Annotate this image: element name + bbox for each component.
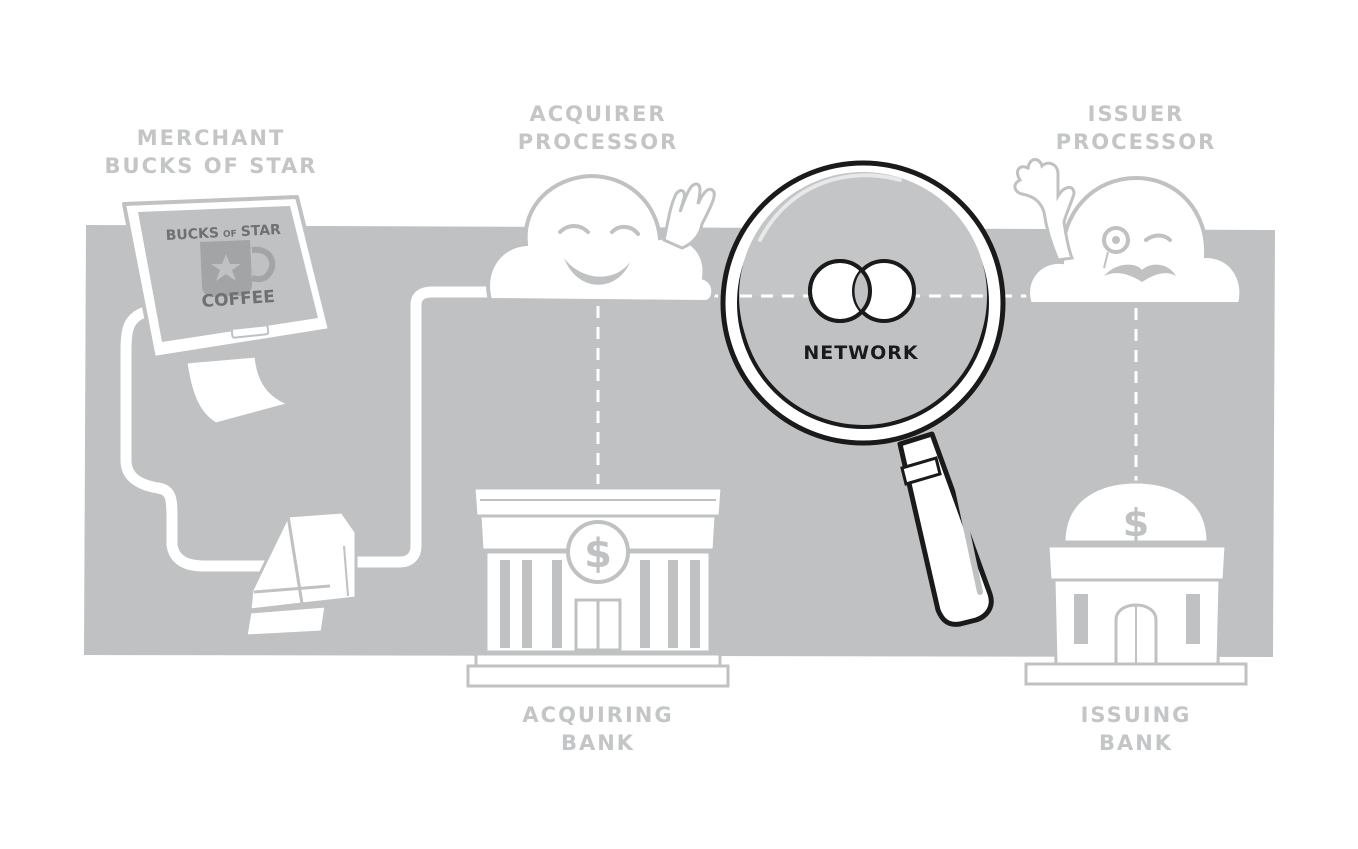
reader-cable <box>350 286 498 568</box>
issuer-label-line1: ISSUER <box>1088 102 1185 126</box>
network-logo-icon <box>808 259 916 323</box>
issuer-cloud-icon <box>1013 158 1244 306</box>
acquirer-cloud-icon <box>486 173 716 305</box>
card-reader-icon <box>244 510 358 638</box>
acquiring-bank-icon: $ <box>466 486 730 688</box>
acquiring-bank-label-line1: ACQUIRING <box>522 703 673 727</box>
merchant-label-line1: MERCHANT <box>137 126 286 150</box>
screen-brand-right: STAR <box>240 222 281 240</box>
acquiring-bank-label-line2: BANK <box>561 731 635 755</box>
acquirer-label-line2: PROCESSOR <box>518 130 679 154</box>
issuing-bank-label-line2: BANK <box>1099 731 1173 755</box>
issuing-bank-icon: $ <box>1024 480 1248 686</box>
screen-brand-mid: OF <box>223 229 237 240</box>
screen-brand-left: BUCKS <box>165 225 219 244</box>
acquiring-bank-symbol: $ <box>584 531 612 577</box>
network-label: NETWORK <box>803 342 919 364</box>
issuer-label-line2: PROCESSOR <box>1056 130 1217 154</box>
issuing-bank-label-line1: ISSUING <box>1081 703 1192 727</box>
merchant-label-line2: BUCKS OF STAR <box>105 154 318 178</box>
terminal-cable <box>120 306 274 572</box>
acquirer-label-line1: ACQUIRER <box>529 102 666 126</box>
issuing-bank-symbol: $ <box>1123 501 1149 545</box>
dashed-connectors <box>596 294 1138 484</box>
